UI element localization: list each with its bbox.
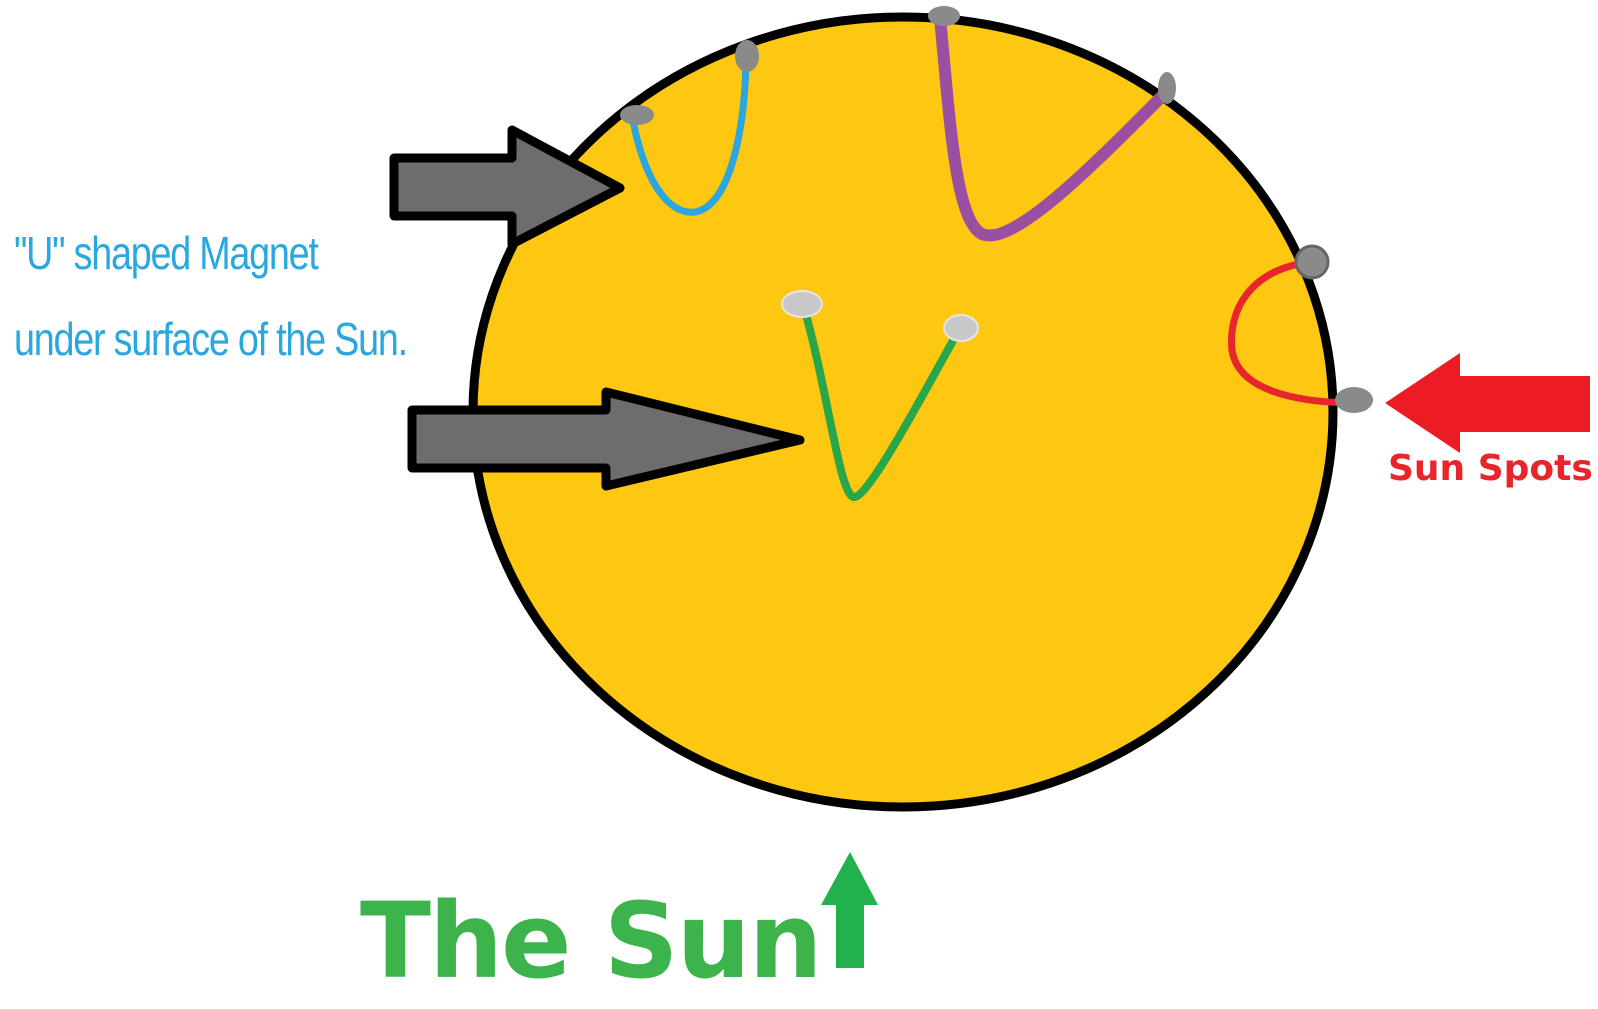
- sun-title: The Sun: [360, 880, 821, 1002]
- sunspot-green-left: [782, 291, 822, 317]
- sunspot-blue-right: [735, 40, 759, 72]
- sunspot-green-right: [944, 315, 978, 341]
- magnet-label-line-1: "U" shaped Magnet: [14, 226, 318, 280]
- magnet-label-line-2: under surface of the Sun.: [14, 312, 407, 366]
- sunspot-red-bottom: [1335, 387, 1373, 413]
- sunspot-blue-left: [620, 105, 654, 125]
- sun-spots-label: Sun Spots: [1388, 448, 1593, 489]
- up-arrow-icon: [821, 852, 878, 968]
- sunspot-red-top: [1296, 246, 1328, 278]
- sunspot-purple-right: [1158, 72, 1176, 104]
- sunspot-purple-left: [928, 6, 960, 26]
- left-arrow-icon: [1385, 353, 1590, 453]
